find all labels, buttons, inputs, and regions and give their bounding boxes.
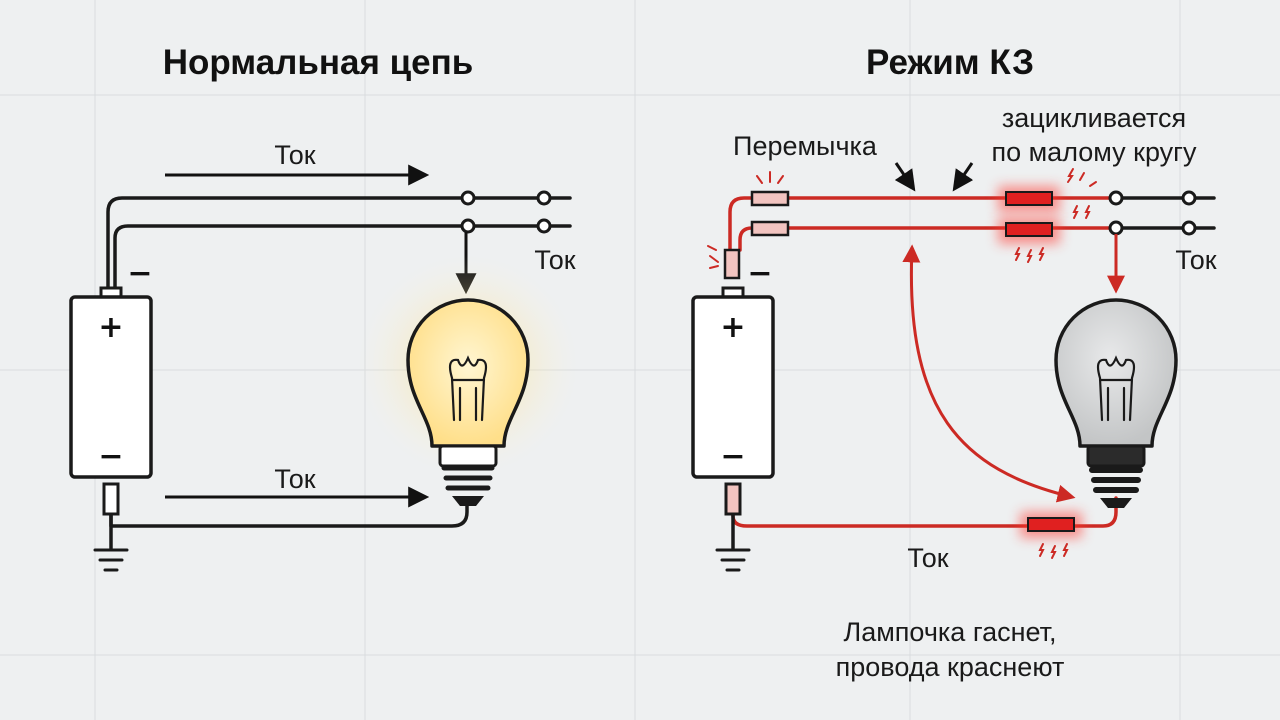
battery-minus-sign: − bbox=[98, 439, 123, 474]
short-circuit-title: Режим КЗ bbox=[866, 43, 1034, 82]
ground-normal-icon bbox=[93, 548, 129, 572]
resistor-short bbox=[724, 482, 742, 516]
normal-circuit-wires bbox=[106, 196, 572, 550]
battery-short-minus-sign: − bbox=[720, 439, 745, 474]
hot-resistors bbox=[998, 186, 1082, 538]
wire-terminals bbox=[460, 190, 552, 234]
loop-note-line1: зацикливается bbox=[1002, 103, 1186, 133]
ground-short-icon bbox=[715, 548, 751, 572]
resistor-normal bbox=[102, 482, 120, 516]
short-circuit-black-wires bbox=[731, 196, 1216, 550]
lit-bulb-icon bbox=[358, 255, 578, 506]
jumper-label: Перемычка bbox=[733, 131, 878, 161]
short-current-label-bottom: Ток bbox=[907, 543, 948, 573]
short-loop-arrow bbox=[902, 244, 1076, 503]
short-current-label-right: Ток bbox=[1175, 245, 1216, 275]
short-circuit: Режим КЗ bbox=[691, 43, 1217, 682]
loop-note-line2: по малому кругу bbox=[991, 137, 1197, 167]
current-label-right: Ток bbox=[534, 245, 575, 275]
jumper-spark-icon bbox=[707, 171, 784, 269]
result-text-line1: Лампочка гаснет, bbox=[843, 617, 1056, 647]
jumper-resistors bbox=[723, 190, 790, 280]
current-label-top: Ток bbox=[274, 140, 315, 170]
normal-circuit: Нормальная цепь Ток Ток Ток bbox=[69, 43, 578, 572]
normal-circuit-title: Нормальная цепь bbox=[163, 43, 474, 82]
result-text-line2: провода краснеют bbox=[836, 652, 1065, 682]
jumper-pointer-arrow-left bbox=[894, 162, 916, 192]
current-label-bottom: Ток bbox=[274, 464, 315, 494]
battery-normal: + − − bbox=[69, 256, 153, 479]
battery-short: + − − bbox=[691, 256, 775, 479]
battery-short-plus-sign: + bbox=[720, 310, 745, 345]
short-circuit-terminals bbox=[1108, 190, 1197, 236]
battery-plus-sign: + bbox=[98, 310, 123, 345]
battery-top-minus-sign: − bbox=[127, 256, 152, 291]
dark-bulb-icon bbox=[1054, 298, 1178, 508]
jumper-pointer-arrow-right bbox=[952, 162, 974, 192]
battery-short-top-minus-sign: − bbox=[747, 256, 772, 291]
